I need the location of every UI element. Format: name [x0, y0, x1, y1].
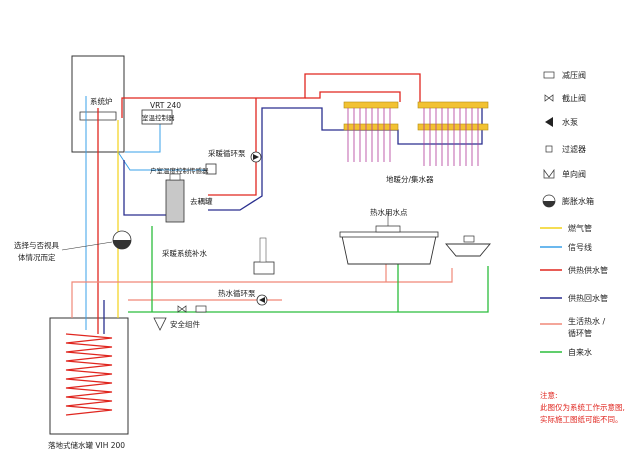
note-title: 注意: — [540, 390, 558, 400]
legend-label-10: 生活热水 / — [568, 316, 606, 326]
legend-label-4: 单向阀 — [562, 169, 586, 179]
bath-faucet — [375, 225, 401, 233]
controller-model-label: VRT 240 — [150, 101, 181, 110]
legend-label-3: 过滤器 — [562, 144, 586, 154]
bathtub-rim — [339, 231, 439, 238]
heating-supply-pipe-left-manifold — [305, 91, 401, 102]
filter-icon — [545, 145, 553, 153]
legend: 减压阀 截止阀 水泵 过滤器 单向阀 膨胀水箱 燃气管 信号线 供热供水管 供热… — [540, 70, 608, 357]
expansion-note-line-1: 选择与否视具 — [14, 240, 59, 250]
stop-valve-icon — [177, 305, 187, 313]
expansion-note-leader — [61, 241, 113, 251]
cold-water-main — [128, 266, 489, 313]
floor-heating-label: 地暖分/集水器 — [386, 174, 434, 184]
legend-label-6: 燃气管 — [568, 223, 592, 233]
bathtub — [341, 235, 437, 265]
safety-label: 安全组件 — [170, 319, 200, 329]
floor-heating-manifold-right — [417, 101, 489, 166]
separator-label: 去耦罐 — [190, 196, 213, 206]
signal-line-sensor — [117, 151, 210, 171]
legend-label-8: 供热供水管 — [568, 265, 608, 275]
note-line-1: 此图仅为系统工作示意图, — [540, 402, 625, 412]
legend-label-10b: 循环管 — [568, 328, 592, 338]
heating-supply-to-separator — [208, 98, 257, 196]
stop-valve-icon — [544, 94, 554, 102]
circulation-timer — [253, 261, 275, 275]
legend-label-11: 自来水 — [568, 347, 592, 357]
note-line-2: 实际施工图纸可能不同。 — [540, 414, 623, 424]
floor-heating-manifold-left — [343, 101, 399, 162]
hot-water-point-label: 热水用水点 — [370, 207, 408, 217]
separator-cap — [169, 173, 181, 181]
makeup-label: 采暖系统补水 — [162, 248, 207, 258]
hot-circ-pump-label: 热水循环泵 — [218, 288, 256, 298]
heating-pump-label: 采暖循环泵 — [208, 148, 246, 158]
basin-faucet — [463, 235, 475, 243]
legend-label-5: 膨胀水箱 — [562, 196, 594, 206]
controller-name-label: 室温控制器 — [142, 113, 175, 122]
outdoor-sensor-label: 户室温度控制传感器 — [150, 166, 209, 175]
outdoor-sensor — [205, 163, 217, 175]
tank-heating-coil — [65, 333, 113, 416]
safety-group-icon — [153, 317, 167, 331]
legend-label-9: 供热回水管 — [568, 293, 608, 303]
return-to-boiler — [123, 160, 166, 216]
room-controller — [141, 109, 173, 125]
legend-label-0: 减压阀 — [562, 70, 586, 80]
domestic-hot-pipe — [71, 268, 453, 318]
filter-icon — [195, 305, 207, 313]
tank-label: 落地式储水罐 VIH 200 — [48, 440, 125, 450]
legend-label-2: 水泵 — [562, 117, 578, 127]
pump-icon — [545, 117, 553, 127]
signal-line-controller — [125, 122, 161, 153]
hydraulic-separator — [165, 179, 185, 223]
heating-return-pipe-main — [208, 107, 483, 211]
wash-basin — [445, 243, 491, 257]
heating-supply-pipe-main — [121, 73, 421, 118]
check-valve-icon — [543, 168, 555, 179]
reducing-valve-icon — [543, 71, 555, 79]
expansion-note-line-2: 体情况而定 — [18, 252, 56, 262]
timer-head — [259, 237, 267, 263]
legend-label-7: 信号线 — [568, 242, 592, 252]
legend-label-1: 截止阀 — [562, 93, 586, 103]
boiler-label: 系统炉 — [90, 96, 113, 106]
